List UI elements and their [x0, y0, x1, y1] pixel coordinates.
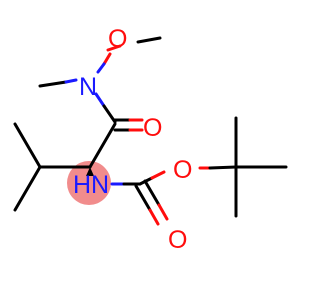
bond-o-tbu: [208, 165, 238, 170]
bond-carbamate-dbl-2: [143, 179, 161, 207]
bond-carbamate-c-o-red: [150, 170, 166, 180]
bond-isopropyl-top: [13, 122, 42, 169]
bond-ome-methyl: [136, 36, 162, 44]
bond-nmethyl: [38, 80, 68, 88]
bond-carbonyl-alpha: [88, 122, 117, 169]
bond-o-n-blue: [96, 62, 106, 74]
bond-o-methoxy-red: [106, 44, 122, 52]
atom-amide-carbonyl-oxygen: O: [143, 114, 162, 142]
atom-carbamate-nitrogen: HN: [73, 171, 109, 199]
nh-highlight: [67, 161, 111, 205]
atom-amide-nitrogen: N: [79, 73, 97, 101]
bond-isopropyl-bottom: [13, 165, 42, 212]
molecule-structure: O N O HN O O: [13, 25, 288, 254]
bond-carbamate-dbl-1: [134, 184, 152, 212]
atom-carbamate-carbonyl-oxygen: O: [168, 226, 187, 254]
stereo-wedge: [86, 167, 94, 176]
atom-methoxy-oxygen: O: [108, 25, 127, 53]
bond-carbamate-dbl-1-red: [148, 208, 160, 226]
bond-o-n-red: [102, 52, 112, 66]
bond-carbamate-dbl-2-red: [157, 203, 169, 221]
bond-nmethyl-blue: [64, 78, 78, 84]
atom-carbamate-ester-oxygen: O: [173, 156, 192, 184]
bond-n-carbonyl: [102, 104, 117, 124]
bond-n-carbonyl-blue: [94, 92, 106, 108]
